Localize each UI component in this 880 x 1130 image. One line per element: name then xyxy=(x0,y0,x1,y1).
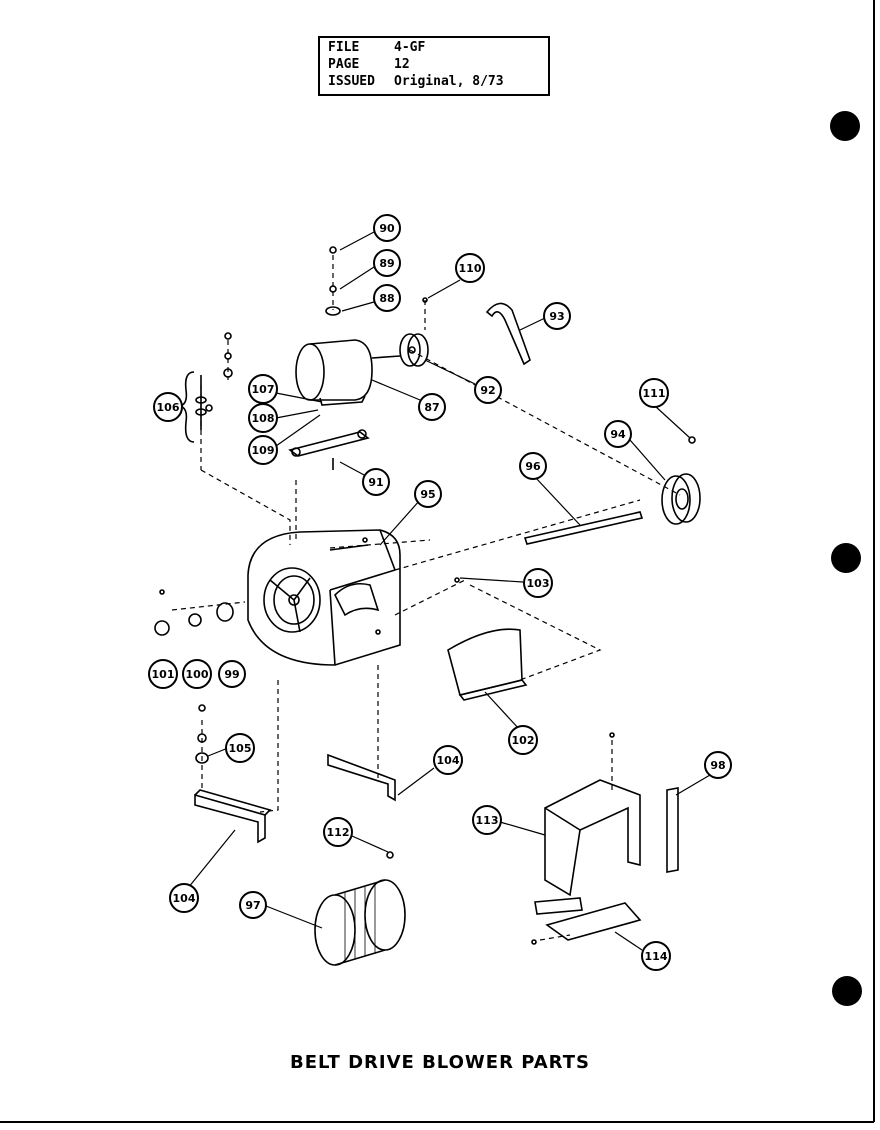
callout-103: 103 xyxy=(523,568,553,598)
callout-94-text: 94 xyxy=(610,428,626,441)
callout-106-text: 106 xyxy=(157,401,180,414)
callout-113: 113 xyxy=(472,805,502,835)
callout-110-text: 110 xyxy=(459,262,482,275)
header-file-row: FILE 4-GF xyxy=(328,40,425,55)
callout-91: 91 xyxy=(362,468,390,496)
callout-100-text: 100 xyxy=(186,668,209,681)
callout-105-text: 105 xyxy=(229,742,252,755)
callout-113-text: 113 xyxy=(476,814,499,827)
callout-89-text: 89 xyxy=(379,257,394,270)
document-header-box: FILE 4-GF PAGE 12 ISSUED Original, 8/73 xyxy=(318,36,550,96)
callout-111-text: 111 xyxy=(643,387,666,400)
binder-hole-bottom xyxy=(832,976,862,1006)
callout-labels: 90 89 88 110 93 87 92 107 108 109 106 91… xyxy=(148,214,732,971)
callout-108-text: 108 xyxy=(252,412,275,425)
header-page-label: PAGE xyxy=(328,57,360,72)
callout-91-text: 91 xyxy=(368,476,383,489)
callout-112: 112 xyxy=(323,817,353,847)
callout-104-right: 104 xyxy=(433,745,463,775)
callout-99: 99 xyxy=(218,660,246,688)
callout-108: 108 xyxy=(248,403,278,433)
callout-96-text: 96 xyxy=(525,460,541,473)
callout-109-text: 109 xyxy=(252,444,275,457)
header-file-value: 4-GF xyxy=(394,40,426,55)
binder-hole-top xyxy=(830,111,860,141)
callout-114: 114 xyxy=(641,941,671,971)
callout-94: 94 xyxy=(604,420,632,448)
callout-93: 93 xyxy=(543,302,571,330)
callout-92-text: 92 xyxy=(480,384,495,397)
header-issued-row: ISSUED Original, 8/73 xyxy=(328,74,504,89)
callout-97: 97 xyxy=(239,891,267,919)
callout-92: 92 xyxy=(474,376,502,404)
callout-88-text: 88 xyxy=(379,292,394,305)
callout-109: 109 xyxy=(248,435,278,465)
callout-87-text: 87 xyxy=(424,401,439,414)
callout-111: 111 xyxy=(639,378,669,408)
callout-88: 88 xyxy=(373,284,401,312)
binder-hole-middle xyxy=(831,543,861,573)
callout-112-text: 112 xyxy=(327,826,350,839)
callout-100: 100 xyxy=(182,659,212,689)
callout-95: 95 xyxy=(414,480,442,508)
callout-98-text: 98 xyxy=(710,759,725,772)
callout-107: 107 xyxy=(248,374,278,404)
callout-105: 105 xyxy=(225,733,255,763)
callout-99-text: 99 xyxy=(224,668,239,681)
callout-101: 101 xyxy=(148,659,178,689)
header-issued-value: Original, 8/73 xyxy=(394,74,504,89)
callout-114-text: 114 xyxy=(645,950,668,963)
callout-107-text: 107 xyxy=(252,383,275,396)
callout-90-text: 90 xyxy=(379,222,395,235)
diagram-title: BELT DRIVE BLOWER PARTS xyxy=(290,1052,590,1073)
header-page-value: 12 xyxy=(394,57,410,72)
header-issued-label: ISSUED xyxy=(328,74,375,89)
callout-98: 98 xyxy=(704,751,732,779)
callout-87: 87 xyxy=(418,393,446,421)
callout-102: 102 xyxy=(508,725,538,755)
callout-102-text: 102 xyxy=(512,734,535,747)
callout-104-left-text: 104 xyxy=(173,892,196,905)
callout-90: 90 xyxy=(373,214,401,242)
callout-101-text: 101 xyxy=(152,668,175,681)
callout-104-left: 104 xyxy=(169,883,199,913)
callout-106: 106 xyxy=(153,392,183,422)
callout-110: 110 xyxy=(455,253,485,283)
callout-103-text: 103 xyxy=(527,577,550,590)
callout-96: 96 xyxy=(519,452,547,480)
header-file-label: FILE xyxy=(328,40,360,55)
callout-97-text: 97 xyxy=(245,899,260,912)
callout-89: 89 xyxy=(373,249,401,277)
callout-95-text: 95 xyxy=(420,488,435,501)
callout-104-right-text: 104 xyxy=(437,754,460,767)
header-page-row: PAGE 12 xyxy=(328,57,410,72)
callout-93-text: 93 xyxy=(549,310,564,323)
